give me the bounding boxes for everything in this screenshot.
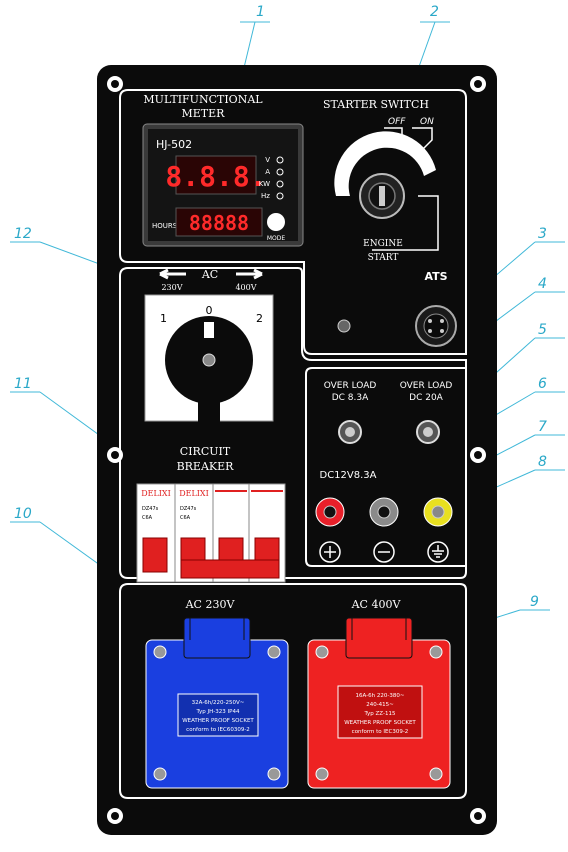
callout-1: 1 [256, 4, 265, 20]
selector-position-0: 0 [206, 304, 213, 317]
starter-off-label: OFF [388, 117, 406, 127]
socket-230v[interactable]: 32A-6h/220-250V~ Typ JH-323 IP44 WEATHER… [145, 617, 289, 789]
section-outlines [119, 89, 467, 799]
led-v-icon [276, 156, 284, 164]
mode-button[interactable] [267, 213, 285, 231]
meter-display-top [175, 155, 257, 195]
socket-right-label-line-3: Typ ZZ-115 [364, 711, 396, 717]
callout-9: 9 [530, 594, 539, 610]
starter-engine-label: ENGINE [363, 239, 403, 249]
led-hz-icon [276, 192, 284, 200]
breaker-model-2: DZ47s [180, 506, 197, 512]
socket-left-label-line-2: Typ JH-323 IP44 [196, 709, 240, 715]
breaker-title-2: BREAKER [177, 460, 235, 473]
meter-section-label-1: MULTIFUNCTIONAL [143, 93, 263, 106]
dc-terminal-positive[interactable] [315, 497, 345, 527]
socket-left-label-line-3: WEATHER PROOF SOCKET [182, 718, 254, 724]
hours-label: HOURS [152, 222, 178, 230]
callout-8: 8 [538, 454, 547, 470]
selector-position-2: 2 [256, 312, 263, 325]
meter-display-bottom [175, 207, 263, 237]
breaker-model-1: DZ47s [142, 506, 159, 512]
callout-5: 5 [538, 322, 547, 338]
overload-left-title: OVER LOAD [324, 381, 377, 391]
indicator-hz: Hz [261, 192, 270, 200]
arrow-left-icon [159, 268, 186, 280]
callout-10: 10 [14, 506, 32, 522]
plus-symbol-icon [319, 541, 341, 563]
meter-digits-bottom: 88888 [189, 211, 249, 235]
selector-knob-handle[interactable] [198, 318, 220, 422]
breaker-toggle-1[interactable] [142, 537, 168, 573]
callout-4: 4 [538, 276, 547, 292]
selector-left-voltage: 230V [161, 283, 182, 292]
callout-12: 12 [14, 226, 32, 242]
led-a-icon [276, 168, 284, 176]
overload-left-rating: DC 8.3A [332, 393, 369, 403]
overload-right-title: OVER LOAD [400, 381, 453, 391]
led-kw-icon [276, 180, 284, 188]
meter-indicators: V A KW Hz [259, 156, 271, 200]
breaker-rating-1: C6A [142, 515, 153, 521]
selector-position-1: 1 [160, 312, 167, 325]
callout-7: 7 [538, 419, 547, 435]
breaker-brand-1: DELIXI [141, 489, 171, 498]
socket-right-title: AC 400V [351, 598, 402, 611]
breaker-title-1: CIRCUIT [180, 445, 231, 458]
socket-left-label-line-4: conform to IEC60309-2 [186, 727, 250, 733]
socket-left-label-line-1: 32A-6h/220-250V~ [192, 700, 245, 706]
overload-right-rating: DC 20A [409, 393, 444, 403]
selector-right-voltage: 400V [235, 283, 256, 292]
callout-3: 3 [538, 226, 547, 242]
callout-11: 11 [14, 376, 32, 392]
socket-left-title: AC 230V [185, 598, 236, 611]
dc-terminal-negative[interactable] [369, 497, 399, 527]
key-slot-icon [379, 186, 385, 206]
socket-right-label-line-2: 240-415~ [366, 702, 394, 708]
minus-symbol-icon [373, 541, 395, 563]
socket-right-label-line-5: conform to IEC309-2 [352, 729, 409, 735]
mode-label: MODE [267, 235, 286, 242]
socket-right-label-line-1: 16A-6h 220-380~ [356, 693, 405, 699]
meter-model: HJ-502 [156, 138, 192, 151]
starter-arc [334, 131, 436, 196]
meter-section-label-2: METER [182, 107, 226, 120]
breaker-brand-2: DELIXI [179, 489, 209, 498]
starter-title: STARTER SWITCH [323, 98, 429, 111]
starter-start-label: START [368, 253, 399, 263]
callout-6: 6 [538, 376, 547, 392]
socket-400v[interactable]: 16A-6h 220-380~ 240-415~ Typ ZZ-115 WEAT… [307, 617, 451, 789]
screw-icon [337, 319, 351, 333]
socket-right-label-line-4: WEATHER PROOF SOCKET [344, 720, 416, 726]
starter-start-line [372, 195, 439, 251]
meter-digits-top: 8.8.8. [165, 160, 266, 193]
indicator-a: A [265, 168, 270, 176]
callout-2: 2 [430, 4, 439, 20]
ground-symbol-icon [427, 541, 449, 563]
breaker-rating-2: C6A [180, 515, 191, 521]
indicator-v: V [265, 156, 270, 164]
indicator-kw: KW [259, 180, 270, 188]
selector-ac-label: AC [201, 268, 218, 281]
dc-terminal-ground[interactable] [423, 497, 453, 527]
arrow-right-icon [236, 268, 263, 280]
dc-label: DC12V8.3A [320, 470, 377, 481]
starter-on-label: ON [420, 117, 434, 127]
breaker-tie-bar[interactable] [180, 559, 280, 579]
ats-label: ATS [424, 270, 447, 283]
